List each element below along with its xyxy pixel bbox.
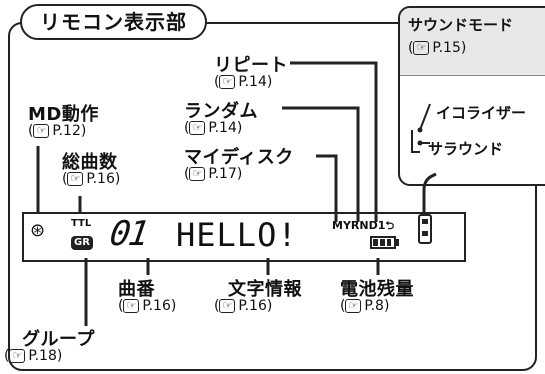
battery-icon bbox=[370, 236, 399, 249]
disc-icon: ⊛ bbox=[30, 220, 46, 241]
pointing-hand-icon: ☞ bbox=[413, 41, 430, 55]
mydisc-ref: (☞P.17) bbox=[184, 166, 243, 182]
pointing-hand-icon: ☞ bbox=[9, 349, 26, 363]
sound-mode-panel: サウンドモード (☞P.15) イコライザー サラウンド bbox=[398, 6, 545, 186]
group-ref: (☞P.18) bbox=[4, 348, 63, 364]
track-ref: (☞P.16) bbox=[118, 298, 177, 314]
sound-mode-ref: (☞P.15) bbox=[408, 40, 467, 56]
char-info-ref: (☞P.16) bbox=[214, 298, 273, 314]
page-title: リモコン表示部 bbox=[20, 4, 207, 40]
pointing-hand-icon: ☞ bbox=[219, 299, 236, 313]
pointing-hand-icon: ☞ bbox=[67, 172, 84, 186]
sound-mode-indicator bbox=[418, 214, 432, 244]
repeat-label: リピート bbox=[214, 55, 288, 76]
md-label: MD動作 bbox=[28, 104, 99, 125]
battery-ref: (☞P.8) bbox=[340, 298, 390, 314]
pointing-hand-icon: ☞ bbox=[189, 121, 206, 135]
sound-mode-header: サウンドモード (☞P.15) bbox=[400, 8, 545, 76]
battery-label: 電池残量 bbox=[340, 279, 414, 300]
md-ref: (☞P.12) bbox=[28, 123, 87, 139]
ttl-indicator: TTL bbox=[71, 218, 92, 229]
sound-mode-title: サウンドモード bbox=[408, 16, 514, 34]
random-label: ランダム bbox=[184, 101, 258, 122]
equalizer-label: イコライザー bbox=[436, 104, 527, 122]
group-label: グループ bbox=[22, 329, 95, 350]
pointing-hand-icon: ☞ bbox=[189, 167, 206, 181]
lcd-display: ⊛ TTL GR 01 HELLO! MYRND1⮌ bbox=[22, 212, 466, 262]
pointing-hand-icon: ☞ bbox=[219, 75, 236, 89]
group-indicator: GR bbox=[71, 236, 93, 250]
pointing-hand-icon: ☞ bbox=[33, 124, 50, 138]
repeat-ref: (☞P.14) bbox=[214, 74, 273, 90]
random-ref: (☞P.14) bbox=[184, 120, 243, 136]
track-label: 曲番 bbox=[118, 279, 155, 300]
repeat-arrow-icon: ⮌ bbox=[385, 219, 395, 232]
total-tracks-label: 総曲数 bbox=[62, 152, 118, 173]
char-info-label: 文字情報 bbox=[228, 279, 302, 300]
char-info: HELLO! bbox=[176, 216, 298, 254]
mode-indicators: MYRND1⮌ bbox=[332, 219, 395, 232]
surround-label: サラウンド bbox=[428, 140, 504, 158]
pointing-hand-icon: ☞ bbox=[345, 299, 362, 313]
total-tracks-ref: (☞P.16) bbox=[62, 171, 121, 187]
pointing-hand-icon: ☞ bbox=[123, 299, 140, 313]
mydisc-label: マイディスク bbox=[184, 147, 294, 168]
